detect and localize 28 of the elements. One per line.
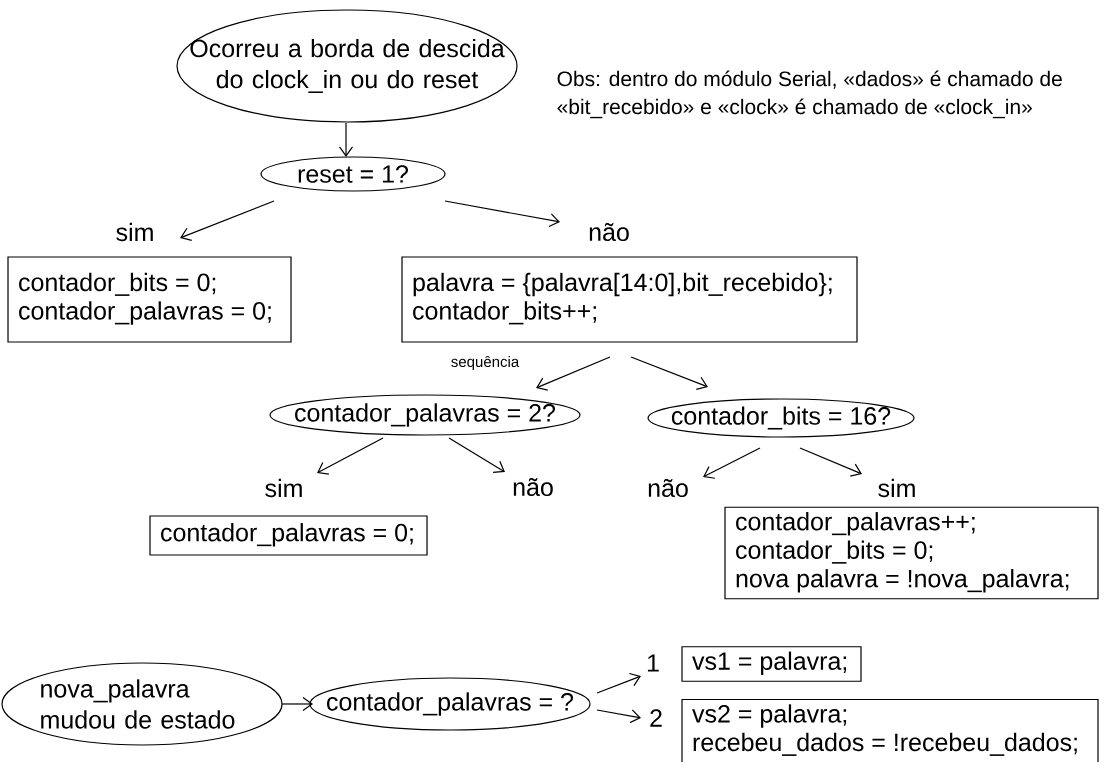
arrow (536, 356, 611, 391)
process-box: contador_palavras = 0; (149, 515, 428, 556)
arrow (180, 200, 275, 241)
arrow (448, 437, 505, 473)
branch-label: 2 (650, 709, 662, 727)
arrow (799, 447, 862, 477)
arrow (281, 696, 313, 712)
arrow (338, 122, 354, 157)
branch-label: não (589, 222, 629, 242)
process-box: contador_bits = 0; contador_palavras = 0; (7, 256, 292, 343)
branch-label: sim (116, 222, 153, 242)
arrow (596, 672, 641, 694)
branch-label: sim (265, 478, 302, 498)
arrow (596, 709, 641, 724)
process-box: vs2 = palavra; recebeu_dados = !recebeu_dados; (681, 698, 1099, 762)
process-box: palavra = {palavra[14:0],bit_recebido}; contador_bits++; (401, 256, 858, 343)
branch-label: não (513, 477, 553, 497)
arrow (444, 200, 560, 228)
process-box: vs1 = palavra; (681, 646, 862, 682)
branch-label: não (648, 478, 688, 498)
arrow (630, 356, 708, 390)
arrow (317, 437, 384, 475)
edge-label: sequência (449, 354, 521, 371)
process-box: contador_palavras++; contador_bits = 0; nova palavra = !nova_palavra; (724, 506, 1099, 600)
arrow (703, 447, 761, 479)
branch-label: sim (878, 478, 915, 498)
branch-label: 1 (647, 654, 659, 672)
note-text: Obs: dentro do módulo Serial, «dados» é chamado de «bit_recebido» e «clock» é chamado de «clock_in» (557, 70, 1062, 119)
